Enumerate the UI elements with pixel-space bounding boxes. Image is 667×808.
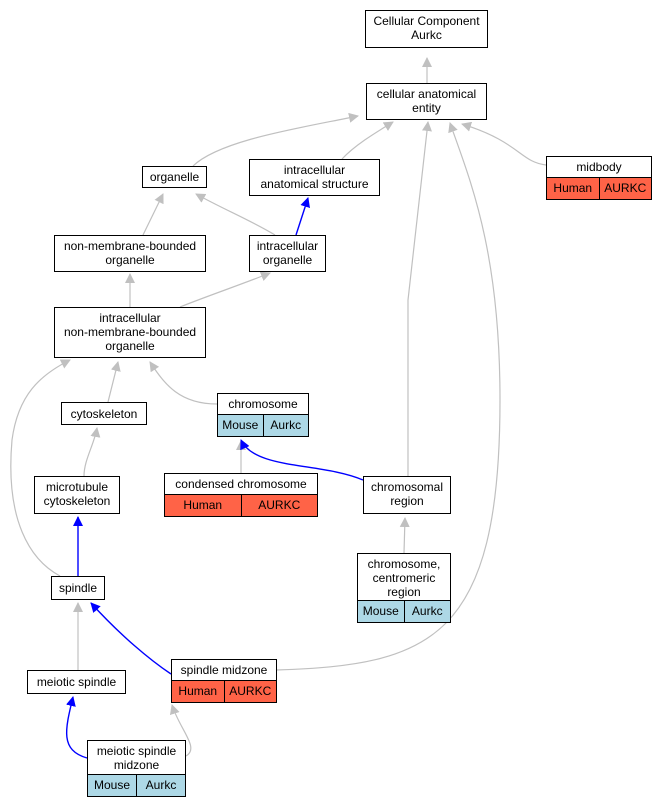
gene-badge: Aurkc — [136, 775, 185, 796]
edge-centro-to-chromreg-is-a — [399, 517, 410, 554]
edge-midbody-to-cae-is-a — [461, 121, 547, 166]
node-label-line: region — [390, 494, 424, 508]
species-badge-human: Human — [547, 178, 599, 199]
edge-msm-to-meiotic-part-of — [65, 696, 88, 759]
node-label-line: centromeric — [372, 571, 436, 585]
species-badge-mouse: Mouse — [218, 415, 263, 436]
node-label-line: cytoskeleton — [43, 494, 111, 508]
node-label-line: organelle — [262, 253, 313, 267]
species-badge-mouse: Mouse — [88, 775, 136, 796]
edge-io-to-ias-part-of — [295, 197, 310, 236]
node-label-line: non-membrane-bounded — [63, 239, 197, 253]
edge-ias-to-cae-is-a — [341, 121, 394, 160]
edge-msm-to-midzone-is-a — [169, 704, 192, 757]
node-organelle[interactable]: organelle — [142, 166, 207, 188]
node-label-line: microtubule — [45, 480, 109, 494]
edge-io-to-organelle-is-a — [195, 193, 276, 236]
edge-midzone-to-cae-is-a — [276, 122, 501, 671]
node-label-line: chromosomal — [370, 480, 444, 494]
node-label-line: non-membrane-bounded — [63, 325, 197, 339]
node-label-line: intracellular — [99, 311, 161, 325]
edge-midzone-to-spindle-part-of — [90, 602, 172, 675]
gene-badge: Aurkc — [262, 415, 308, 436]
node-label-line: Aurkc — [411, 28, 442, 42]
node-meiotic-spindle[interactable]: meiotic spindle — [27, 670, 126, 694]
species-badge-human: Human — [172, 681, 224, 702]
edge-chromreg-to-chromosome-part-of — [240, 439, 364, 481]
node-label-line: Cellular Component — [373, 14, 480, 28]
node-label-line: entity — [412, 101, 441, 115]
node-label: spindle — [58, 581, 98, 595]
node-label-line: organelle — [105, 253, 155, 267]
edge-inmbo-to-io-is-a — [179, 271, 271, 308]
node-cytoskeleton[interactable]: cytoskeleton — [61, 402, 147, 425]
node-label-line: chromosome, — [367, 557, 441, 571]
species-badge-human: Human — [165, 495, 241, 516]
node-label-line: intracellular — [256, 239, 319, 253]
species-badge-mouse: Mouse — [358, 601, 404, 622]
node-label-line: anatomical structure — [260, 177, 369, 191]
node-label: organelle — [149, 170, 200, 184]
node-label-line: region — [387, 585, 421, 599]
edge-nmbo-to-organelle-is-a — [142, 193, 164, 236]
edge-mtcyto-to-cytoskeleton-is-a — [83, 427, 101, 477]
node-label: spindle midzone — [180, 663, 268, 677]
node-label: cytoskeleton — [70, 406, 138, 421]
node-label: midbody — [576, 160, 622, 174]
gene-badge: AURKC — [223, 681, 276, 702]
node-label-line: cellular anatomical — [376, 87, 477, 101]
gene-badge: Aurkc — [403, 601, 450, 622]
node-label: condensed chromosome — [175, 477, 307, 491]
node-spindle[interactable]: spindle — [51, 576, 105, 600]
node-label: chromosome — [228, 397, 298, 411]
node-label: meiotic spindle — [36, 675, 117, 689]
gene-badge: AURKC — [240, 495, 317, 516]
node-label-line: meiotic spindle — [96, 744, 177, 758]
edge-chromreg-to-cae-is-a — [407, 121, 432, 476]
edge-organelle-to-cae-is-a — [192, 112, 359, 167]
node-label-line: midzone — [113, 758, 160, 772]
edge-cytoskeleton-to-inmbo-is-a — [107, 361, 121, 403]
node-label-line: organelle — [105, 339, 155, 353]
edge-chromosome-to-inmbo-is-a — [149, 361, 218, 405]
edge-spindle-to-inmbo-is-a — [10, 359, 71, 577]
gene-badge: AURKC — [598, 178, 651, 199]
node-label-line: intracellular — [283, 163, 346, 177]
